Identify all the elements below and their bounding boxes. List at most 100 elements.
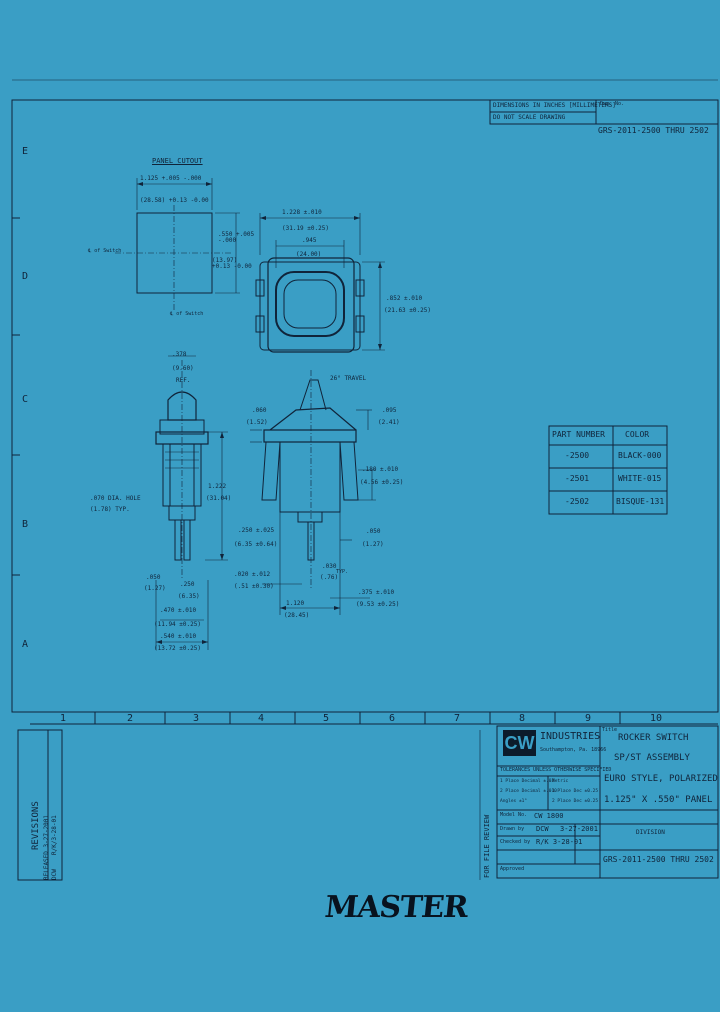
right-dim-030-mm: (.76) [320,574,339,581]
panel-width-dim: 1.125 +.005 -.000 [140,175,202,182]
top-inner-width-mm: (24.00) [296,251,322,258]
left-pin-dim: .050 [146,574,161,581]
panel-height-dim: .550 +.005 -.000 [218,231,255,244]
model-value: CW 1800 [534,812,564,820]
revisions-released: RELEASED 3-27-2001 [43,814,50,880]
left-view-rocker [167,391,197,421]
left-hole-mm: (1.78) TYP. [90,506,130,513]
right-dim-1120: 1.120 [286,600,305,607]
zone-row-b: B [22,519,29,530]
title-line-4: 1.125" X .550" PANEL [604,795,713,805]
left-pin-spacing-mm: (6.35) [178,593,200,600]
right-dim-180-mm: (4.56 ±0.25) [360,479,404,486]
tol-row-1b: Metric [552,779,569,784]
zone-col-8: 8 [519,713,526,724]
panel-cutout-title: PANEL CUTOUT [152,157,203,165]
right-dim-020: .020 ±.012 [234,571,271,578]
for-file-review: FOR FILE REVIEW [483,814,491,878]
checked-label: Checked by [500,839,531,845]
panel-height-mm: (13.97) +0.13 -0.00 [212,257,252,270]
tol-row-2b: 1 Place Dec ±0.25 [552,789,599,794]
division-label: DIVISION [636,829,665,836]
left-width-a-mm: (11.94 ±0.25) [154,621,201,628]
zone-col-6: 6 [389,713,396,724]
revisions-label: REVISIONS [31,801,41,850]
right-dim-375: .375 ±.010 [358,589,395,596]
tol-row-3a: Angles ±1° [500,799,528,804]
color-table-row-2-color: WHITE-015 [618,474,662,483]
zone-col-7: 7 [454,713,461,724]
top-overall-width: 1.228 ±.010 [282,209,322,216]
note-dimensions: DIMENSIONS IN INCHES [MILLIMETERS] [493,102,616,109]
title-line-3: EURO STYLE, POLARIZED [604,774,718,784]
drawn-by-value: DCW [536,825,549,833]
color-table-row-2-part: -2501 [565,474,590,483]
revisions-by2: R/K/3-28-01 [51,815,58,855]
centerline-switch-left: ℄ of Switch [88,248,122,254]
centerline-switch-bottom: ℄ of Switch [170,311,204,317]
zone-col-10: 10 [650,713,663,724]
color-table-row-3-color: BISQUE-131 [616,497,665,506]
top-height-mm: (21.63 ±0.25) [384,307,431,314]
title-label: Title [602,727,618,733]
left-dim-top-mm: (9.60) [172,365,194,372]
zone-row-e: E [22,146,29,157]
right-dim-250-mm: (6.35 ±0.64) [234,541,278,548]
left-ref: REF. [176,377,191,384]
color-table-row-1-color: BLACK-000 [618,451,662,460]
company-city: Southampton, Pa. 18966 [540,747,607,753]
color-table-border [548,425,668,515]
color-table-header-color: COLOR [625,430,650,439]
right-dim-180: .180 ±.010 [362,466,399,473]
right-dim-095-mm: (2.41) [378,419,400,426]
right-dim-020-mm: (.51 ±0.30) [234,583,274,590]
checked-value: R/K 3-28-01 [536,838,583,846]
left-dim-top: .378 [172,351,187,358]
zone-row-c: C [22,394,29,405]
left-body-height-mm: (31.04) [206,495,232,502]
zone-col-2: 2 [127,713,134,724]
outer-border [11,99,719,713]
master-stamp: MASTER [323,890,470,925]
right-dim-030: .030 [322,563,337,570]
drawing-number-top: GRS-2011-2500 THRU 2502 [598,126,709,135]
zone-col-5: 5 [323,713,330,724]
left-pin-spacing: .250 [180,581,195,588]
right-dim-060: .060 [252,407,267,414]
top-inner-width: .945 [302,237,317,244]
note-do-not-scale: DO NOT SCALE DRAWING [493,114,566,121]
left-pin-mm: (1.27) [144,585,166,592]
left-hole-note: .070 DIA. HOLE [90,495,141,502]
right-dim-375-mm: (9.53 ±0.25) [356,601,400,608]
company-name: INDUSTRIES [540,731,601,742]
tolerance-header: TOLERANCES UNLESS OTHERWISE SPECIFIED [500,767,612,773]
approved-label: Approved [500,866,525,872]
right-dim-1120-mm: (28.45) [284,612,310,619]
drawn-by-label: Drawn by [500,826,525,832]
left-width-b-mm: (13.72 ±0.25) [154,645,201,652]
tol-row-2a: 2 Place Decimal ±.010 [500,789,557,794]
revisions-block [17,729,63,881]
title-block-border [496,725,719,879]
drawn-date: 3-27-2001 [560,825,598,833]
right-travel: 26° TRAVEL [330,375,367,382]
revisions-by: DCW [51,869,58,880]
tol-row-1a: 1 Place Decimal ±.03 [500,779,555,784]
right-dim-050-mm: (1.27) [362,541,384,548]
model-label: Model No. [500,812,528,818]
color-table-header-part: PART NUMBER [552,430,605,439]
right-view-rocker [269,407,357,431]
panel-width-mm: (28.58) +0.13 -0.00 [140,197,209,204]
zone-col-9: 9 [585,713,592,724]
color-table-row-3-part: -2502 [565,497,590,506]
top-overall-width-mm: (31.19 ±0.25) [282,225,329,232]
top-height: .852 ±.010 [386,295,423,302]
right-dim-060-mm: (1.52) [246,419,268,426]
zone-col-4: 4 [258,713,265,724]
zone-col-3: 3 [193,713,200,724]
tol-row-3b: 2 Place Dec ±0.25 [552,799,599,804]
left-width-a: .470 ±.010 [160,607,197,614]
title-dwg-no: GRS-2011-2500 THRU 2502 [603,855,714,864]
left-width-b: .540 ±.010 [160,633,197,640]
